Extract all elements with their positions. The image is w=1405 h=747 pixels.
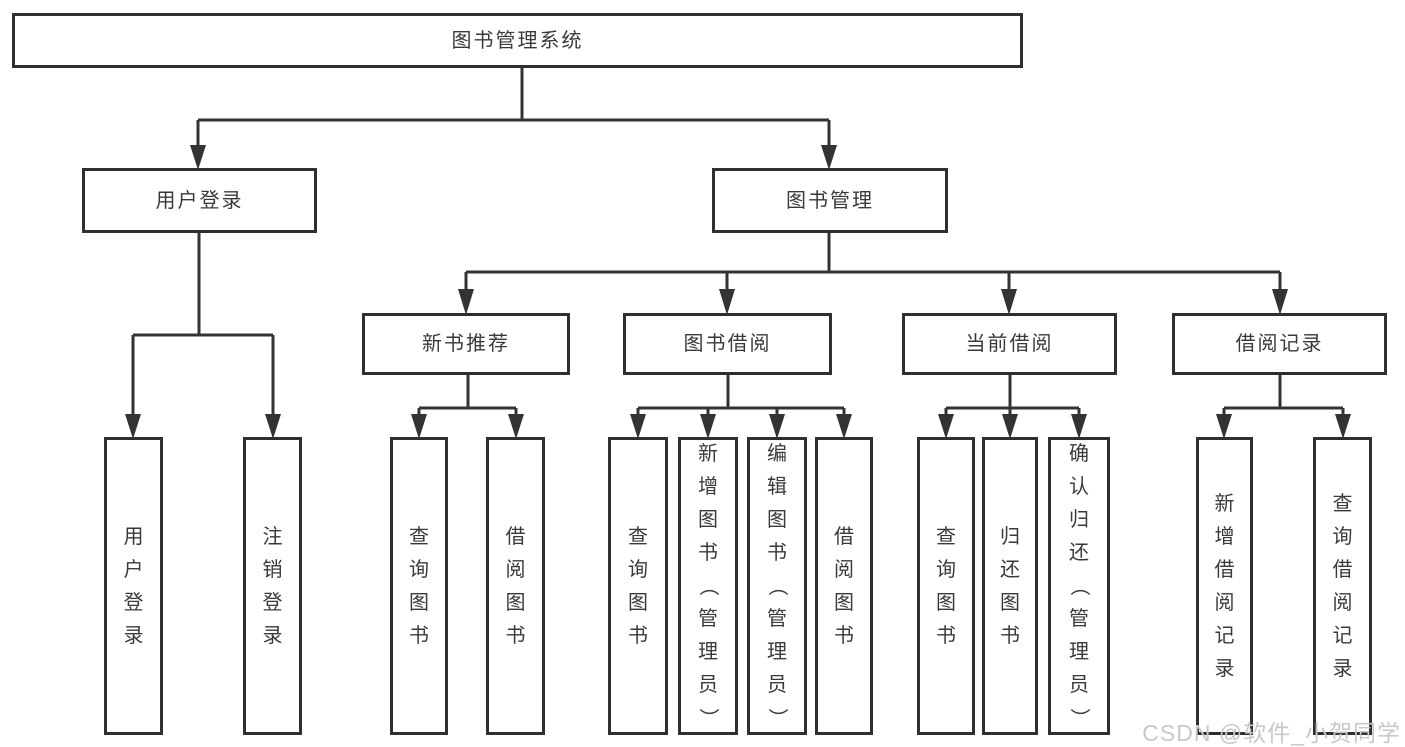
arrowhead: [1001, 289, 1017, 315]
connector-user-login: [131, 233, 275, 416]
node-leaf-edit-books-admin-label: 编辑图书（管理员）: [766, 443, 788, 728]
arrowhead: [190, 145, 206, 170]
node-leaf-user-login-label: 用户登录: [123, 525, 144, 647]
connector-root: [196, 68, 831, 146]
arrowhead: [630, 414, 646, 439]
arrowhead: [1002, 414, 1018, 439]
connector-book-borrow: [636, 375, 846, 416]
node-leaf-borrow-books-2: 借阅图书: [815, 437, 873, 735]
node-leaf-add-books-admin-label: 新增图书（管理员）: [697, 443, 719, 728]
node-leaf-query-books-1-label: 查询图书: [409, 525, 429, 647]
node-leaf-logout: 注销登录: [243, 437, 302, 735]
arrowhead: [700, 414, 716, 439]
node-leaf-query-books-1: 查询图书: [390, 437, 448, 735]
arrowhead: [1335, 414, 1351, 439]
node-leaf-query-borrow-record: 查询借阅记录: [1313, 437, 1372, 735]
arrowhead: [769, 414, 785, 439]
arrowhead: [411, 414, 427, 439]
arrowhead: [719, 289, 735, 315]
arrowhead: [938, 414, 954, 439]
node-new-book-recommend-label: 新书推荐: [422, 333, 510, 355]
node-book-borrow-label: 图书借阅: [683, 333, 772, 355]
connector-current-borrow: [944, 375, 1081, 416]
node-book-management: 图书管理: [712, 168, 948, 233]
node-leaf-add-books-admin: 新增图书（管理员）: [678, 437, 738, 735]
arrowhead: [265, 414, 281, 439]
node-library-system-label: 图书管理系统: [451, 29, 584, 52]
node-leaf-add-borrow-record: 新增借阅记录: [1196, 437, 1253, 735]
node-leaf-borrow-books-1: 借阅图书: [486, 437, 545, 735]
node-leaf-borrow-books-1-label: 借阅图书: [505, 525, 526, 647]
node-book-borrow: 图书借阅: [623, 313, 832, 375]
arrowhead: [1216, 414, 1232, 439]
node-leaf-return-books: 归还图书: [982, 437, 1038, 735]
node-book-management-label: 图书管理: [786, 189, 874, 212]
arrowhead: [836, 414, 852, 439]
arrowhead: [125, 414, 141, 439]
node-leaf-borrow-books-2-label: 借阅图书: [834, 525, 854, 647]
arrowhead: [508, 414, 524, 439]
arrowhead: [458, 289, 474, 315]
node-borrow-records-label: 借阅记录: [1235, 333, 1324, 355]
node-current-borrow: 当前借阅: [902, 313, 1117, 375]
node-leaf-query-books-2: 查询图书: [608, 437, 668, 735]
node-leaf-edit-books-admin: 编辑图书（管理员）: [747, 437, 807, 735]
arrowhead: [1272, 289, 1288, 315]
node-leaf-confirm-return-admin-label: 确认归还（管理员）: [1068, 443, 1090, 728]
node-current-borrow-label: 当前借阅: [965, 333, 1054, 355]
node-leaf-add-borrow-record-label: 新增借阅记录: [1214, 492, 1235, 680]
node-user-login: 用户登录: [82, 168, 317, 233]
node-user-login-label: 用户登录: [155, 189, 244, 212]
node-leaf-query-books-2-label: 查询图书: [628, 525, 648, 647]
node-leaf-return-books-label: 归还图书: [1000, 525, 1020, 647]
csdn-watermark: CSDN @软件_小贺同学: [1142, 720, 1401, 746]
node-new-book-recommend: 新书推荐: [362, 313, 570, 375]
connector-new-book: [417, 375, 518, 416]
node-borrow-records: 借阅记录: [1172, 313, 1387, 375]
node-leaf-query-books-3-label: 查询图书: [936, 525, 956, 647]
node-library-system: 图书管理系统: [12, 13, 1023, 68]
node-leaf-logout-label: 注销登录: [262, 525, 283, 647]
node-leaf-query-borrow-record-label: 查询借阅记录: [1332, 492, 1353, 680]
arrowhead: [1071, 414, 1087, 439]
node-leaf-confirm-return-admin: 确认归还（管理员）: [1048, 437, 1110, 735]
node-leaf-query-books-3: 查询图书: [917, 437, 975, 735]
connector-book-management: [464, 233, 1282, 291]
node-leaf-user-login: 用户登录: [104, 437, 163, 735]
arrowhead: [821, 145, 837, 170]
connector-borrow-records: [1222, 375, 1345, 416]
